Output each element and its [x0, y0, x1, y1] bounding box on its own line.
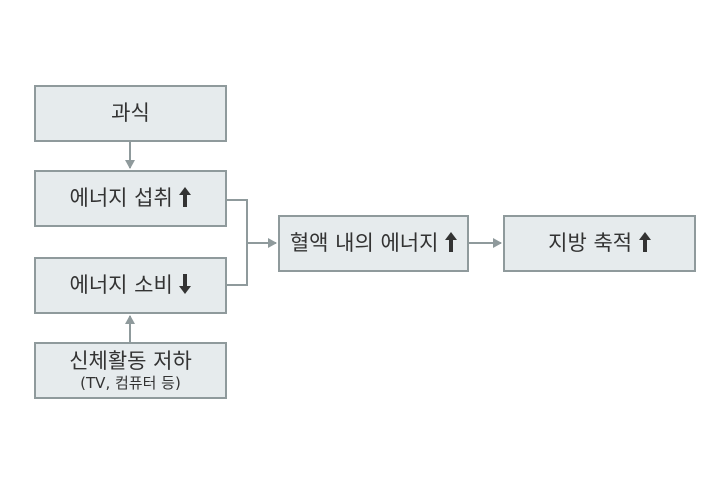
energy-intake-box: 에너지 섭취: [34, 170, 227, 227]
blood-energy-box: 혈액 내의 에너지: [278, 215, 469, 272]
overeating-box: 과식: [34, 85, 227, 142]
up-arrow-icon: [445, 231, 458, 252]
fat-accumulation-box: 지방 축적: [503, 215, 696, 272]
overeating-label: 과식: [111, 100, 150, 125]
down-arrow-icon: [179, 273, 192, 294]
energy-intake-label: 에너지 섭취: [69, 185, 173, 210]
energy-expenditure-label: 에너지 소비: [69, 272, 173, 297]
up-arrow-icon: [638, 231, 651, 252]
bracket-intake-expenditure: [227, 199, 248, 286]
fat-accumulation-label: 지방 축적: [548, 230, 633, 255]
blood-energy-label: 혈액 내의 에너지: [289, 230, 439, 255]
low-physical-activity-note: (TV, 컴퓨터 등): [80, 373, 181, 392]
low-physical-activity-box: 신체활동 저하 (TV, 컴퓨터 등): [34, 342, 227, 399]
energy-expenditure-box: 에너지 소비: [34, 257, 227, 314]
up-arrow-icon: [179, 186, 192, 207]
low-physical-activity-label: 신체활동 저하: [69, 348, 192, 373]
